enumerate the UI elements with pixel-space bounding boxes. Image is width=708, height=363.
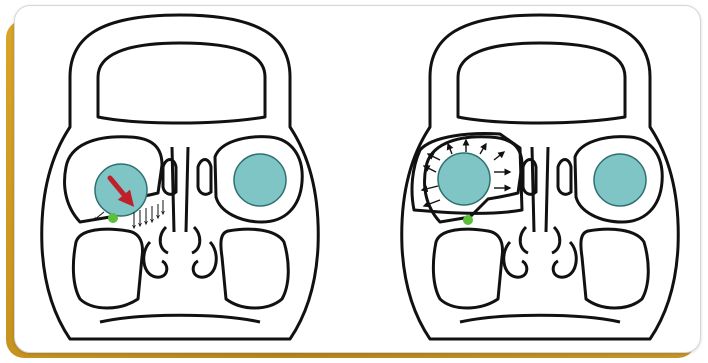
- skull-left: [42, 15, 319, 339]
- green-marker-left: [108, 213, 118, 223]
- right-eye-globe: [438, 153, 490, 205]
- green-marker-right: [463, 215, 473, 225]
